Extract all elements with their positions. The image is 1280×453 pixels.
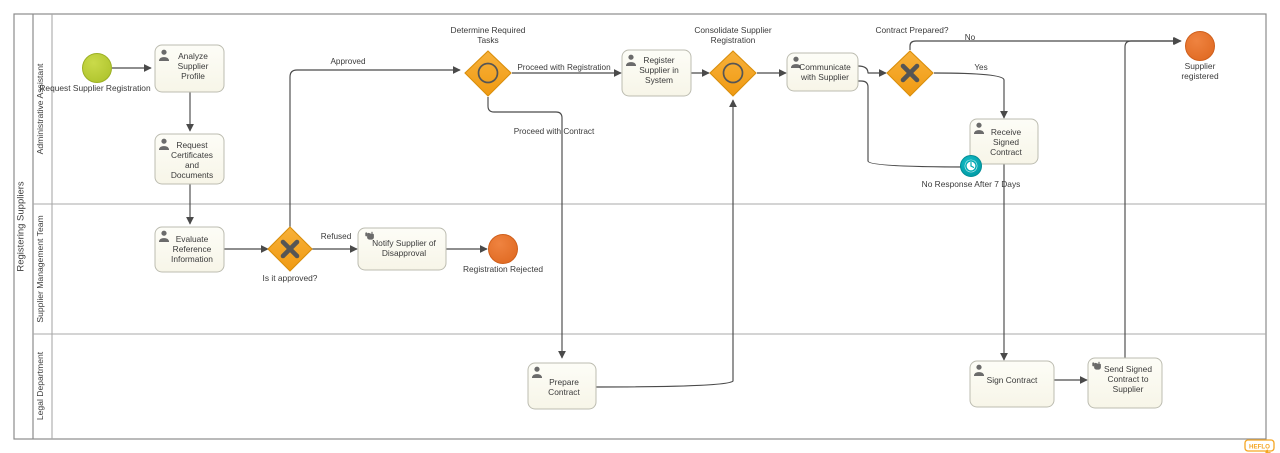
task-label-sign-contract: Sign Contract — [987, 375, 1038, 385]
task-label-line3: Contract — [990, 147, 1022, 157]
task-request-certificates-and-documents[interactable]: Request Certificates and Documents — [154, 133, 225, 185]
task-label-line1: Request — [176, 140, 208, 150]
lane-label-administrative-assistant: Administrative Assistant — [35, 63, 45, 154]
task-label-line2: Supplier — [178, 61, 209, 71]
inclusive-gateway-circle-icon — [477, 62, 499, 84]
user-task-icon — [626, 54, 636, 66]
task-label-line2: with Supplier — [800, 72, 849, 82]
task-label-line3: Supplier — [1113, 384, 1144, 394]
gateway-determine-required-tasks[interactable]: Determine Required Tasks — [451, 25, 526, 97]
task-label-line1: Register — [643, 55, 674, 65]
start-event-label: Request Supplier Registration — [39, 83, 151, 93]
end-event-supplier-registered-label-line2: registered — [1181, 71, 1219, 81]
user-task-icon — [532, 366, 542, 378]
user-task-icon — [974, 122, 984, 134]
task-label-line2: Reference — [173, 244, 212, 254]
gateway-contract-prepared-label: Contract Prepared? — [875, 25, 948, 35]
task-label-line1: Send Signed — [1104, 364, 1152, 374]
lane-administrative-assistant: Administrative Assistant — [33, 14, 1266, 205]
boundary-timer-event-label: No Response After 7 Days — [922, 179, 1021, 189]
end-event-supplier-registered[interactable]: Supplier registered — [1181, 31, 1219, 82]
flow-approved-to-determine — [289, 65, 461, 227]
task-label-line1: Communicate — [799, 62, 851, 72]
inclusive-gateway-circle-icon — [722, 62, 744, 84]
task-label-line2: Signed — [993, 137, 1019, 147]
task-label-line2: Contract — [548, 387, 580, 397]
sequence-flows — [112, 36, 1182, 388]
task-label-line2: Disapproval — [382, 248, 426, 258]
task-label-line1: Receive — [991, 127, 1022, 137]
task-register-supplier-in-system[interactable]: Register Supplier in System — [621, 49, 692, 97]
user-task-icon — [974, 364, 984, 376]
manual-task-hand-icon — [365, 231, 374, 240]
task-label-line2: Contract to — [1108, 374, 1149, 384]
task-evaluate-reference-information[interactable]: Evaluate Reference Information — [154, 226, 225, 273]
gateway-consolidate-label-line2: Registration — [711, 35, 756, 45]
lane-supplier-management-team: Supplier Management Team — [33, 204, 1266, 335]
task-label-line3: and — [185, 160, 199, 170]
task-label-line1: Prepare — [549, 377, 579, 387]
flow-label-refused: Refused — [321, 232, 352, 241]
end-event-supplier-registered-label-line1: Supplier — [1185, 61, 1216, 71]
flow-no-to-supplier-registered — [909, 36, 1181, 50]
task-sign-contract[interactable]: Sign Contract — [969, 360, 1055, 408]
task-label-line4: Documents — [171, 170, 213, 180]
flow-send-signed-to-supplier-registered — [1124, 36, 1182, 358]
user-task-icon — [791, 56, 801, 68]
user-task-icon — [159, 49, 169, 61]
flow-label-yes: Yes — [974, 63, 987, 72]
end-event-registration-rejected[interactable]: Registration Rejected — [463, 234, 543, 275]
task-label-line1: Evaluate — [176, 234, 209, 244]
task-label-line2: Supplier in — [639, 65, 679, 75]
start-event-request-supplier-registration[interactable]: Request Supplier Registration — [39, 53, 151, 94]
flow-label-proceed-with-contract: Proceed with Contract — [514, 127, 595, 136]
gateway-consolidate-supplier-registration[interactable]: Consolidate Supplier Registration — [694, 25, 772, 97]
task-label-line3: Profile — [181, 71, 205, 81]
flow-yes-to-receive-signed — [933, 72, 1009, 119]
task-analyze-supplier-profile[interactable]: Analyze Supplier Profile — [154, 44, 225, 93]
gateway-determine-required-tasks-label-line2: Tasks — [477, 35, 498, 45]
flow-communicate-to-contract-prepared — [857, 65, 887, 78]
gateway-is-it-approved-label: Is it approved? — [263, 273, 318, 283]
manual-task-hand-icon — [1092, 361, 1101, 370]
flow-timer-to-communicate — [849, 76, 972, 168]
flow-labels: Approved Refused Proceed with Registrati… — [321, 33, 988, 241]
heflo-watermark-logo: HEFLO — [1244, 439, 1275, 453]
task-send-signed-contract-to-supplier[interactable]: Send Signed Contract to Supplier — [1087, 357, 1163, 409]
pool-label: Registering Suppliers — [16, 181, 27, 272]
lane-label-supplier-management-team: Supplier Management Team — [35, 215, 45, 322]
flow-determine-to-prepare-contract — [487, 97, 567, 359]
flow-label-no: No — [965, 33, 976, 42]
flow-label-proceed-with-registration: Proceed with Registration — [517, 63, 611, 72]
task-notify-supplier-of-disapproval[interactable]: Notify Supplier of Disapproval — [357, 227, 447, 271]
task-label-line3: System — [645, 75, 673, 85]
task-label-line1: Notify Supplier of — [372, 238, 436, 248]
flow-prepare-contract-to-consolidate — [595, 99, 738, 388]
lane-label-legal-department: Legal Department — [35, 351, 45, 420]
user-task-icon — [159, 138, 169, 150]
task-label-line3: Information — [171, 254, 213, 264]
task-label-line2: Certificates — [171, 150, 213, 160]
clock-icon — [965, 160, 977, 172]
boundary-timer-event-no-response-after-7-days[interactable]: No Response After 7 Days — [922, 155, 1021, 190]
exclusive-gateway-x-icon — [900, 63, 920, 83]
exclusive-gateway-x-icon — [280, 239, 300, 259]
user-task-icon — [159, 230, 169, 242]
watermark-text: HEFLO — [1249, 443, 1270, 450]
gateway-is-it-approved[interactable]: Is it approved? — [263, 226, 318, 283]
gateway-consolidate-label-line1: Consolidate Supplier — [694, 25, 771, 35]
lane-legal-department: Legal Department — [35, 334, 53, 439]
gateway-contract-prepared[interactable]: Contract Prepared? — [875, 25, 949, 97]
end-event-registration-rejected-label: Registration Rejected — [463, 264, 543, 274]
task-prepare-contract[interactable]: Prepare Contract — [527, 362, 597, 410]
task-receive-signed-contract[interactable]: Receive Signed Contract — [969, 118, 1039, 165]
task-communicate-with-supplier[interactable]: Communicate with Supplier — [786, 52, 859, 92]
flow-label-approved: Approved — [330, 57, 365, 66]
task-label-line1: Analyze — [178, 51, 208, 61]
gateway-determine-required-tasks-label-line1: Determine Required — [451, 25, 526, 35]
